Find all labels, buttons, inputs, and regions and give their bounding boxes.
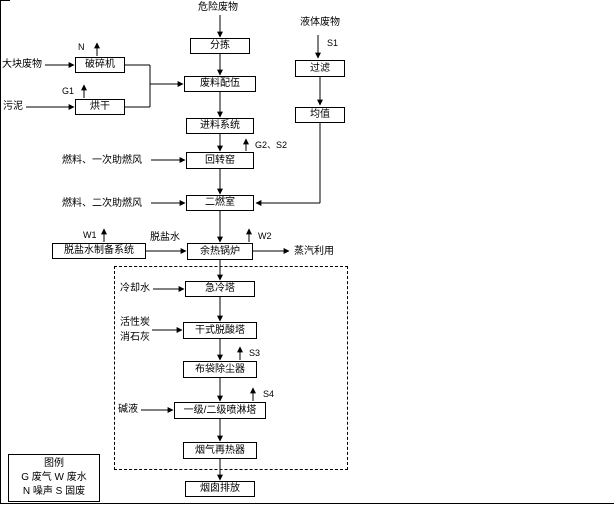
box-stack-emission: 烟囱排放 [185,481,255,497]
emission-label-n: N [78,42,85,52]
box-quench-tower: 急冷塔 [185,281,255,297]
box-dry-deacid-tower: 干式脱酸塔 [183,322,257,339]
emission-label-s1: S1 [327,38,339,48]
legend-title: 图例 [44,458,64,469]
page-border-left [0,0,1,503]
label-sludge: 污泥 [3,101,23,112]
box-crusher: 破碎机 [75,57,125,73]
box-waste-blending: 废料配伍 [184,76,256,92]
legend-line-gas-water: G 废气 W 废水 [21,472,87,483]
crusher-dryer-merge-edges [125,64,184,108]
box-filter: 过滤 [295,60,345,77]
emission-label-g1: G1 [62,86,75,96]
label-alkali-liquor: 碱液 [118,404,138,415]
flue-gas-cleaning-boundary [114,266,348,470]
label-fuel-secondary-air: 燃料、二次助燃风 [62,198,142,209]
box-homogenizer: 均值 [295,107,345,123]
emission-label-s4: S4 [263,389,275,399]
box-rotary-kiln: 回转窑 [186,152,254,169]
box-secondary-chamber: 二燃室 [186,195,254,211]
box-flue-gas-reheater: 烟气再热器 [183,442,257,459]
legend-line-noise-solid: N 噪声 S 固废 [22,486,86,497]
box-sorting: 分拣 [190,38,250,54]
box-bag-filter: 布袋除尘器 [183,361,257,378]
label-slaked-lime: 消石灰 [120,332,150,343]
page-border-bottom [0,503,614,504]
label-desalted-water: 脱盐水 [150,232,180,243]
box-feeding-system: 进料系统 [186,118,254,134]
label-cooling-water: 冷却水 [120,283,150,294]
emission-label-s3: S3 [249,348,261,358]
label-bulk-waste: 大块废物 [2,59,42,70]
box-dryer: 烘干 [75,99,125,115]
emission-label-w1: W1 [83,230,97,240]
label-fuel-primary-air: 燃料、一次助燃风 [62,155,142,166]
legend-box: 图例 G 废气 W 废水 N 噪声 S 固废 [8,454,100,502]
box-waste-heat-boiler: 余热锅炉 [187,243,253,260]
box-desalt-water-system: 脱盐水制备系统 [52,243,146,259]
label-hazardous-waste: 危险废物 [198,2,238,13]
label-liquid-waste: 液体废物 [300,17,340,28]
label-steam-utilization: 蒸汽利用 [294,246,334,257]
box-spray-tower: 一级/二级喷淋塔 [174,402,266,419]
label-activated-carbon: 活性炭 [120,317,150,328]
emission-label-w2: W2 [258,231,272,241]
page-border-top-tick [0,0,10,1]
emission-label-g2s2: G2、S2 [255,140,288,150]
